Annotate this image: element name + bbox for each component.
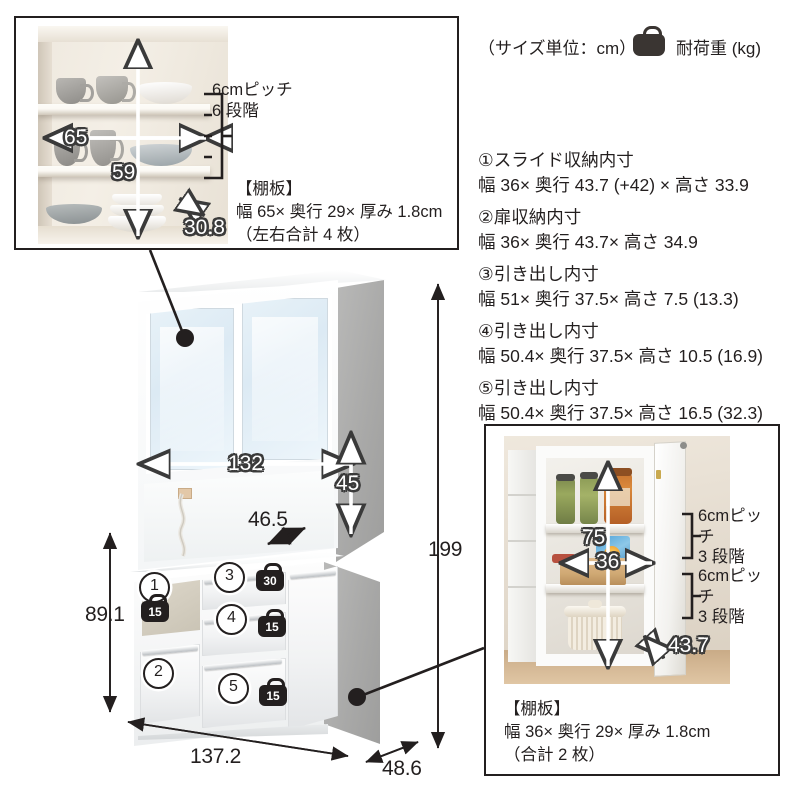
inset-top-height-label: 59 [112,161,136,184]
weight-badge-5: 15 [259,678,287,706]
inset-bottom-height-label: 75 [582,526,606,549]
load-capacity-label: 耐荷重 (kg) [676,39,761,58]
spec-3-value: 幅 51× 奥行 37.5× 高さ 7.5 (13.3) [478,289,739,310]
inset-top-shelf-line2: （左右合計 4 枚） [236,226,370,245]
power-outlet-icon [178,488,192,499]
hutch-width-label: 132 [228,452,264,475]
inset-bottom-width-label: 36 [596,550,620,573]
weight-badge-3-value: 30 [263,574,277,588]
spec-5-value: 幅 50.4× 奥行 37.5× 高さ 16.5 (32.3) [478,403,764,424]
unit-note: （サイズ単位：cm） [478,39,637,58]
spec-2-title: ②扉収納内寸 [478,207,582,227]
spec-1-title: ①スライド収納内寸 [478,150,634,170]
handbag-icon [633,26,665,56]
counter-depth-label: 46.5 [248,508,288,531]
power-cord [178,493,187,557]
spec-3-title: ③引き出し内寸 [478,264,599,284]
spec-item-2: ②扉収納内寸 幅 36× 奥行 43.7× 高さ 34.9 [478,205,698,256]
total-width-label: 137.2 [190,745,242,768]
inset-top-depth-label: 30.8 [184,216,225,239]
inset-bottom-pitch-upper: 6cmピッチ 3 段階 [698,506,778,568]
weight-badge-1-value: 15 [148,605,162,619]
inset-bottom-shelf-title: 【棚板】 [504,700,570,718]
base-height-label: 89.1 [85,603,125,626]
callout-4: 4 [216,604,247,635]
inset-bottom-shelf-line1: 幅 36× 奥行 29× 厚み 1.8cm [504,723,711,742]
callout-5: 5 [218,673,249,704]
weight-badge-5-value: 15 [266,689,280,703]
inset-top-shelf-line1: 幅 65× 奥行 29× 厚み 1.8cm [236,203,443,222]
inset-top-pitch-note: 6cmピッチ 6 段階 [212,80,293,121]
weight-badge-4: 15 [258,609,286,637]
inset-bottom-pitch-lower-line1: 6cmピッチ [698,567,763,606]
spec-2-value: 幅 36× 奥行 43.7× 高さ 34.9 [478,232,698,253]
spec-item-3: ③引き出し内寸 幅 51× 奥行 37.5× 高さ 7.5 (13.3) [478,262,739,313]
weight-badge-3: 30 [256,563,284,591]
inset-top-left-shelf-detail: 65 59 30.8 6cmピッチ 6 段階 【棚板】 幅 65× 奥行 29×… [14,16,459,250]
spec-item-4: ④引き出し内寸 幅 50.4× 奥行 37.5× 高さ 10.5 (16.9) [478,319,763,370]
inset-bottom-pitch-lower: 6cmピッチ 3 段階 [698,566,778,628]
inset-top-pitch-line2: 6 段階 [212,101,259,120]
total-depth-label: 48.6 [382,757,422,780]
weight-badge-4-value: 15 [265,620,279,634]
inset-top-pitch-line1: 6cmピッチ [212,81,293,99]
spec-1-value: 幅 36× 奥行 43.7 (+42) × 高さ 33.9 [478,175,749,196]
spec-5-title: ⑤引き出し内寸 [478,378,599,398]
inset-bottom-shelf-note: 【棚板】 幅 36× 奥行 29× 厚み 1.8cm （合計 2 枚） [504,698,710,767]
inset-bottom-pitch-lower-line2: 3 段階 [698,608,745,627]
inset-bottom-pitch-upper-line1: 6cmピッチ [698,507,763,546]
spec-4-value: 幅 50.4× 奥行 37.5× 高さ 10.5 (16.9) [478,346,764,367]
spec-item-1: ①スライド収納内寸 幅 36× 奥行 43.7 (+42) × 高さ 33.9 [478,148,749,199]
weight-badge-1: 15 [141,594,169,622]
inset-bottom-shelf-line2: （合計 2 枚） [504,746,605,765]
spec-item-5: ⑤引き出し内寸 幅 50.4× 奥行 37.5× 高さ 16.5 (32.3) [478,376,763,427]
spec-4-title: ④引き出し内寸 [478,321,599,341]
open-height-label: 45 [336,472,360,495]
inset-top-shelf-title: 【棚板】 [236,180,302,198]
inset-bottom-depth-label: 43.7 [668,634,709,657]
total-height-label: 199 [428,538,463,561]
inset-bottom-pitch-upper-line2: 3 段階 [698,548,745,567]
inset-bottom-dimension-arrows [486,426,701,778]
inset-bottom-right-door-detail: 75 36 43.7 6cmピッチ 3 段階 6cmピッチ 3 段階 【棚板】 … [484,424,780,776]
callout-3: 3 [214,562,245,593]
inset-top-width-label: 65 [64,126,88,149]
tall-right-door[interactable] [288,566,338,730]
inset-top-dimension-arrows [16,18,461,252]
inset-top-shelf-note: 【棚板】 幅 65× 奥行 29× 厚み 1.8cm （左右合計 4 枚） [236,178,442,247]
open-counter-area [144,470,334,562]
callout-2: 2 [143,658,174,689]
